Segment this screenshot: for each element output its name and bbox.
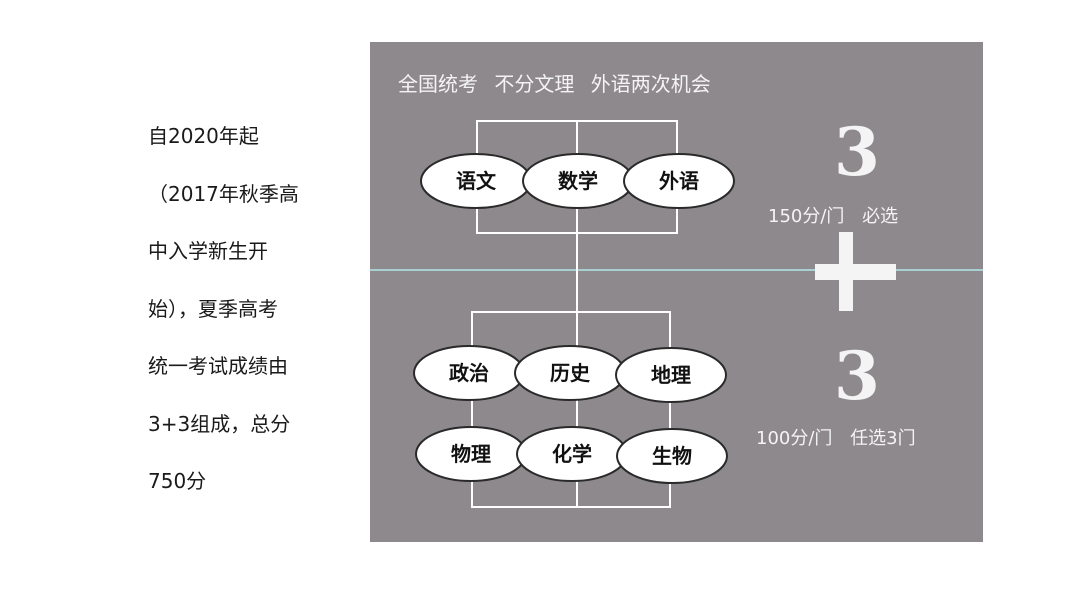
intro-line: 中入学新生开 <box>148 239 268 263</box>
subject-oval-chemistry: 化学 <box>516 426 628 482</box>
intro-line: 自2020年起 <box>148 124 259 148</box>
exam-structure-panel: 语文 数学 外语 政治 历史 地理 <box>370 42 983 542</box>
subject-label: 外语 <box>659 169 699 193</box>
intro-text: 自2020年起 （2017年秋季高 中入学新生开 始），夏季高考 统一考试成绩由… <box>148 108 348 511</box>
elective-caption: 100分/门 任选3门 <box>756 428 916 449</box>
subject-oval-physics: 物理 <box>415 426 527 482</box>
subject-label: 化学 <box>552 442 592 466</box>
elective-count: 3 <box>834 337 880 415</box>
subject-label: 数学 <box>558 169 598 193</box>
required-caption: 150分/门 必选 <box>768 206 899 227</box>
intro-line: 750分 <box>148 469 207 493</box>
structure-diagram: 语文 数学 外语 政治 历史 地理 <box>370 120 983 508</box>
subject-oval-geography: 地理 <box>615 347 727 403</box>
intro-line: 3+3组成，总分 <box>148 411 291 436</box>
intro-line: 统一考试成绩由 <box>148 354 288 378</box>
subject-oval-chinese: 语文 <box>420 153 532 209</box>
plus-sign-icon <box>815 232 896 311</box>
exam-rules-header: 全国统考 不分文理 外语两次机会 <box>398 72 711 96</box>
subject-label: 语文 <box>456 169 497 193</box>
elective-subjects-row2: 物理 化学 生物 <box>415 426 728 484</box>
subject-label: 生物 <box>652 444 692 468</box>
intro-line: 始），夏季高考 <box>148 296 278 321</box>
subject-oval-history: 历史 <box>514 345 626 401</box>
required-subjects: 语文 数学 外语 <box>420 153 735 209</box>
intro-line: （2017年秋季高 <box>148 181 299 206</box>
subject-oval-biology: 生物 <box>616 428 728 484</box>
subject-label: 政治 <box>449 361 489 385</box>
subject-oval-politics: 政治 <box>413 345 525 401</box>
subject-label: 历史 <box>550 361 591 385</box>
subject-oval-foreign-language: 外语 <box>623 153 735 209</box>
subject-label: 地理 <box>651 363 691 387</box>
elective-subjects-row1: 政治 历史 地理 <box>413 345 727 403</box>
subject-label: 物理 <box>451 442 491 466</box>
required-count: 3 <box>834 113 880 191</box>
subject-oval-math: 数学 <box>522 153 634 209</box>
